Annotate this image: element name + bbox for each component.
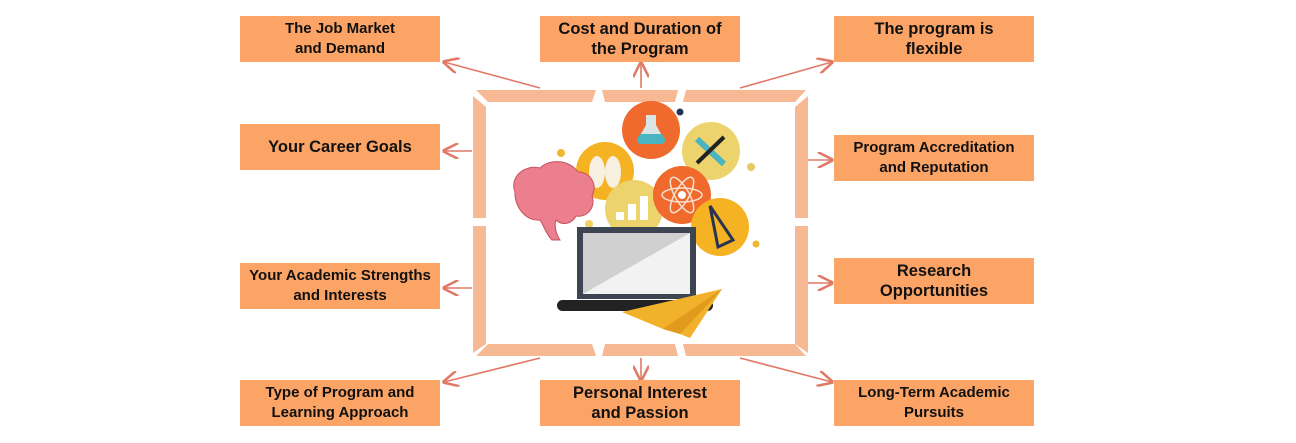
factor-label: Program Accreditation and Reputation [853,139,1015,176]
arrow-program-type [444,357,541,382]
factor-long-term: Long-Term Academic Pursuits [834,380,1034,426]
factor-label: Long-Term Academic Pursuits [858,384,1010,421]
factor-career-goals: Your Career Goals [240,124,440,170]
education-illustration [513,101,760,338]
factor-program-type: Type of Program and Learning Approach [240,380,440,426]
factor-job-market: The Job Market and Demand [240,16,440,62]
factor-research: Research Opportunities [834,258,1034,304]
factor-label: Your Career Goals [268,138,412,156]
paper-plane-icon [622,289,722,338]
factor-label: The Job Market and Demand [284,20,396,57]
factor-flexible: The program is flexible [834,16,1034,62]
factor-accreditation: Program Accreditation and Reputation [834,135,1034,181]
factor-label: Research Opportunities [879,262,989,300]
factor-academic-strengths: Your Academic Strengths and Interests [240,263,440,309]
factor-personal-interest: Personal Interest and Passion [540,380,740,426]
factor-label: Your Academic Strengths and Interests [249,267,431,304]
factor-label: Type of Program and Learning Approach [265,384,415,421]
arrows [444,62,832,382]
factor-cost-duration: Cost and Duration of the Program [540,16,740,62]
factor-label: The program is flexible [874,20,994,58]
arrow-job-market [444,62,541,89]
factor-label: Cost and Duration of the Program [558,20,722,58]
brain-icon [513,161,595,241]
factor-label: Personal Interest and Passion [573,384,707,422]
arrow-flexible [739,62,832,89]
arrow-long-term [739,357,832,382]
triangle-ruler-icon [691,198,749,256]
frame [473,90,808,356]
